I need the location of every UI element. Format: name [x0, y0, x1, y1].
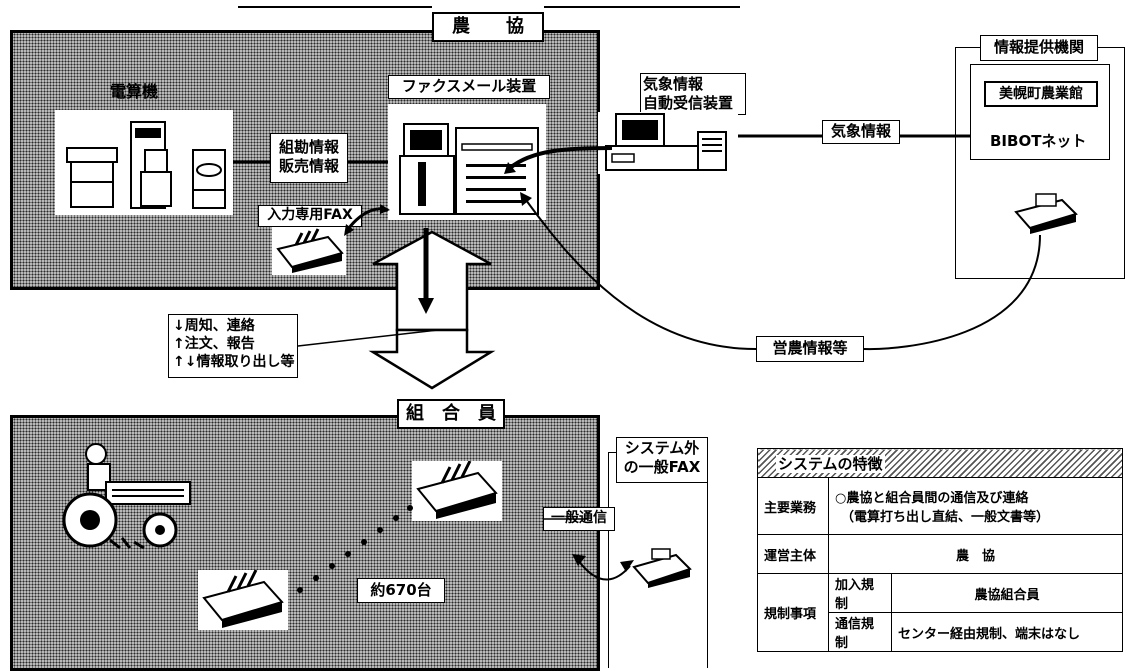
general-comm-label: 一般通信: [543, 507, 615, 531]
info-provider-title: 情報提供機関: [980, 35, 1098, 61]
weather-device-illustration: [598, 112, 738, 174]
outside-fax-label: システム外 の一般FAX: [616, 437, 708, 483]
outside-fax-line-2: の一般FAX: [617, 458, 707, 477]
operator-value: 農 協: [829, 535, 1123, 574]
computer-illustration: [55, 110, 233, 215]
fax-mail-device-label: ファクスメール装置: [388, 75, 550, 99]
info-provider-network: BIBOTネット: [990, 130, 1086, 151]
weather-info-label: 気象情報: [822, 120, 900, 144]
data-flow-label: 組勘情報 販売情報: [270, 133, 348, 183]
weather-device-line-1: 気象情報: [643, 75, 743, 94]
nokyo-title: 農 協: [432, 12, 544, 42]
traffic-note-line-1: ↓周知、連絡: [173, 317, 293, 335]
features-table: システムの特徴 主要業務 ○農協と組合員間の通信及び連絡 （電算打ち出し直結、一…: [757, 448, 1123, 652]
member-fax-illustration-1: [412, 461, 502, 521]
unit-count-label: 約670台: [357, 578, 445, 603]
member-fax-illustration-2: [198, 570, 288, 630]
outside-fax-line-1: システム外: [617, 439, 707, 458]
data-flow-line-2: 販売情報: [271, 157, 347, 176]
provider-fax-illustration: [1010, 190, 1080, 235]
traffic-note: ↓周知、連絡 ↑注文、報告 ↑↓情報取り出し等: [168, 314, 298, 378]
weather-device-line-2: 自動受信装置: [643, 94, 743, 113]
outside-fax-illustration: [630, 547, 694, 589]
regulation-label: 規制事項: [758, 574, 829, 652]
features-table-wrap: システムの特徴 主要業務 ○農協と組合員間の通信及び連絡 （電算打ち出し直結、一…: [757, 448, 1123, 652]
farming-info-label: 営農情報等: [756, 336, 864, 362]
main-business-line-2: （電算打ち出し直結、一般文書等）: [835, 506, 1116, 525]
fax-mail-device-illustration: [388, 104, 546, 220]
features-title: システムの特徴: [776, 455, 885, 473]
tractor-illustration: [60, 438, 195, 560]
operator-label: 運営主体: [758, 535, 829, 574]
comm-value: センター経由規制、端末はなし: [892, 613, 1123, 652]
join-value: 農協組合員: [892, 574, 1123, 613]
join-label: 加入規制: [829, 574, 892, 613]
info-provider-name: 美幌町農業館: [984, 81, 1098, 107]
data-flow-line-1: 組勘情報: [271, 138, 347, 157]
weather-device-label: 気象情報 自動受信装置: [640, 73, 746, 115]
input-fax-label: 入力専用FAX: [258, 205, 362, 227]
kumiaiin-title: 組 合 員: [397, 399, 505, 429]
main-business-line-1: ○農協と組合員間の通信及び連絡: [835, 487, 1116, 506]
comm-label: 通信規制: [829, 613, 892, 652]
traffic-note-line-2: ↑注文、報告: [173, 335, 293, 353]
traffic-note-line-3: ↑↓情報取り出し等: [173, 353, 293, 371]
input-fax-illustration: [272, 227, 346, 275]
computer-label: 電算機: [110, 78, 158, 102]
main-business-label: 主要業務: [758, 478, 829, 535]
